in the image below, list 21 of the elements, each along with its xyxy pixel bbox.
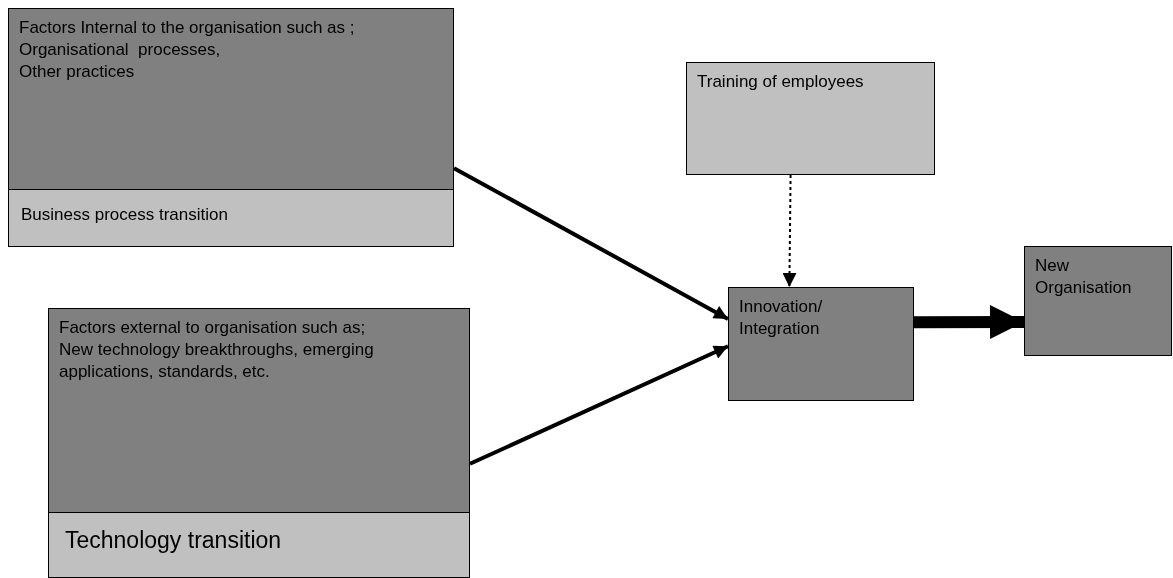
box-text: New technology breakthroughs, emerging applications, standards, etc. [59, 339, 375, 383]
box-heading: New Organisation [1035, 255, 1133, 299]
process-box [48, 308, 470, 513]
box-heading: Innovation/ Integration [739, 296, 824, 340]
box-heading: Factors external to organisation such as; [59, 317, 367, 339]
box-heading: Training of employees [697, 71, 865, 93]
box-heading: Business process transition [21, 204, 229, 226]
arrow [453, 166, 729, 321]
transition-band [8, 189, 454, 247]
box-heading: Factors Internal to the organisation such as ; [19, 17, 356, 39]
box-heading: Technology transition [65, 526, 283, 555]
box-text: Organisational processes, [19, 39, 222, 61]
process-box [686, 62, 935, 175]
arrow [469, 344, 729, 466]
arrow [913, 305, 1025, 340]
process-box [728, 287, 914, 401]
arrow [782, 174, 797, 288]
box-text: Other practices [19, 61, 136, 83]
process-box [1024, 246, 1172, 356]
transition-band [48, 512, 470, 578]
process-box [8, 8, 454, 190]
